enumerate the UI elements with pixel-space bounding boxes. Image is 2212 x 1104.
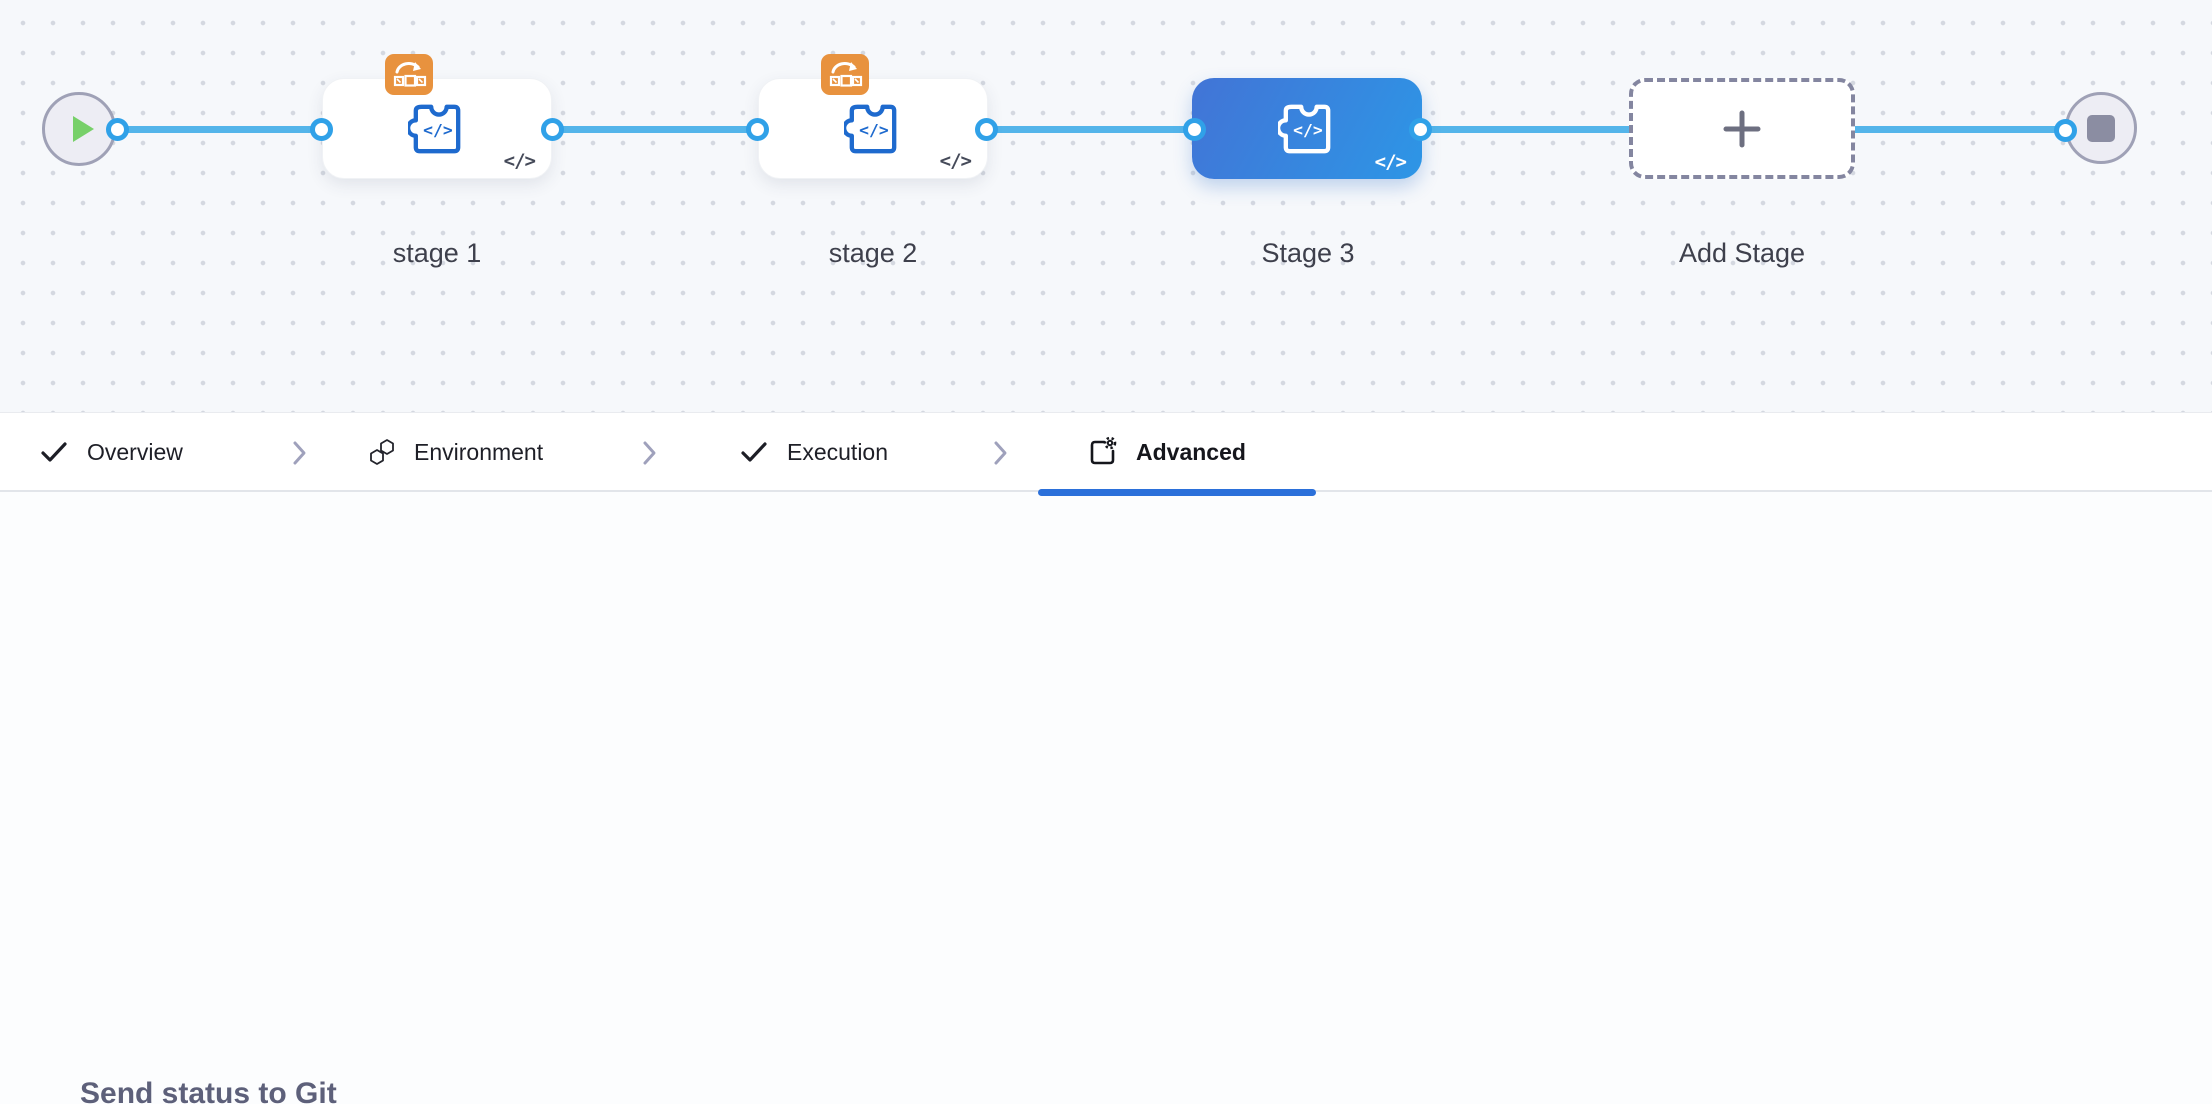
doc-gear-icon	[1090, 436, 1117, 465]
tab-execution[interactable]: Execution	[739, 413, 888, 491]
tab-environment[interactable]: Environment	[368, 413, 543, 491]
edge-stage1-stage2	[553, 126, 758, 133]
svg-text:</>: </>	[1293, 120, 1323, 139]
tab-advanced-active[interactable]: Advanced	[1086, 413, 1246, 491]
stage-node-stage2[interactable]: </> </>	[758, 54, 988, 179]
connector-port	[106, 118, 129, 141]
plus-icon	[1723, 110, 1761, 147]
edge-start-stage1	[117, 126, 322, 133]
rolling-strategy-badge	[385, 54, 433, 95]
stage-label: Stage 3	[1261, 238, 1355, 268]
check-icon	[741, 442, 767, 462]
edge-stage3-addstage	[1421, 126, 1631, 133]
advanced-tab-content: Send status to Git For pipelines trigger…	[0, 492, 2212, 1104]
connector-port	[746, 118, 769, 141]
rolling-arrow-icon	[393, 62, 427, 87]
rolling-arrow-icon	[829, 62, 863, 87]
connector-port	[541, 118, 564, 141]
chevron-right-icon	[293, 441, 306, 465]
stage-label: stage 1	[392, 238, 482, 268]
pipeline-end-node	[2065, 92, 2137, 164]
connector-port	[2054, 119, 2077, 142]
pipeline-start-node	[42, 92, 116, 166]
stage-setup-tabs: Overview Environment Execution	[0, 412, 2212, 496]
chevron-right-icon	[994, 441, 1007, 465]
add-stage-label: Add Stage	[1678, 238, 1806, 268]
code-glyph: </>	[939, 150, 972, 172]
tab-label: Environment	[414, 438, 544, 465]
connector-port	[1409, 118, 1432, 141]
hexagons-icon	[370, 439, 394, 465]
tab-label: Execution	[787, 438, 889, 465]
rolling-strategy-badge	[821, 54, 869, 95]
edge-stage2-stage3	[987, 126, 1195, 133]
add-stage-button[interactable]	[1629, 78, 1855, 179]
active-tab-indicator	[1038, 489, 1316, 496]
connector-port	[1183, 118, 1206, 141]
custom-stage-icon: </>	[1278, 104, 1331, 153]
code-glyph: </>	[503, 150, 536, 172]
edge-addstage-end	[1853, 126, 2066, 133]
tab-label: Advanced	[1136, 438, 1246, 465]
svg-text:</>: </>	[859, 120, 889, 139]
custom-stage-icon: </>	[408, 104, 461, 153]
connector-port	[310, 118, 333, 141]
check-icon	[41, 442, 67, 462]
stage-node-stage3-selected[interactable]: </> </>	[1192, 78, 1422, 179]
svg-text:</>: </>	[423, 120, 453, 139]
tab-overview[interactable]: Overview	[39, 413, 183, 491]
connector-port	[975, 118, 998, 141]
play-icon	[72, 116, 94, 142]
section-title: Send status to Git	[80, 1077, 337, 1104]
custom-stage-icon: </>	[844, 104, 897, 153]
stage-node-stage1[interactable]: </> </>	[322, 54, 552, 179]
stop-icon	[2087, 114, 2115, 142]
stage-label: stage 2	[828, 238, 918, 268]
tab-label: Overview	[87, 438, 183, 465]
chevron-right-icon	[643, 441, 656, 465]
code-glyph: </>	[1374, 151, 1407, 173]
pipeline-canvas[interactable]: </> </> </> </>	[0, 0, 2212, 412]
